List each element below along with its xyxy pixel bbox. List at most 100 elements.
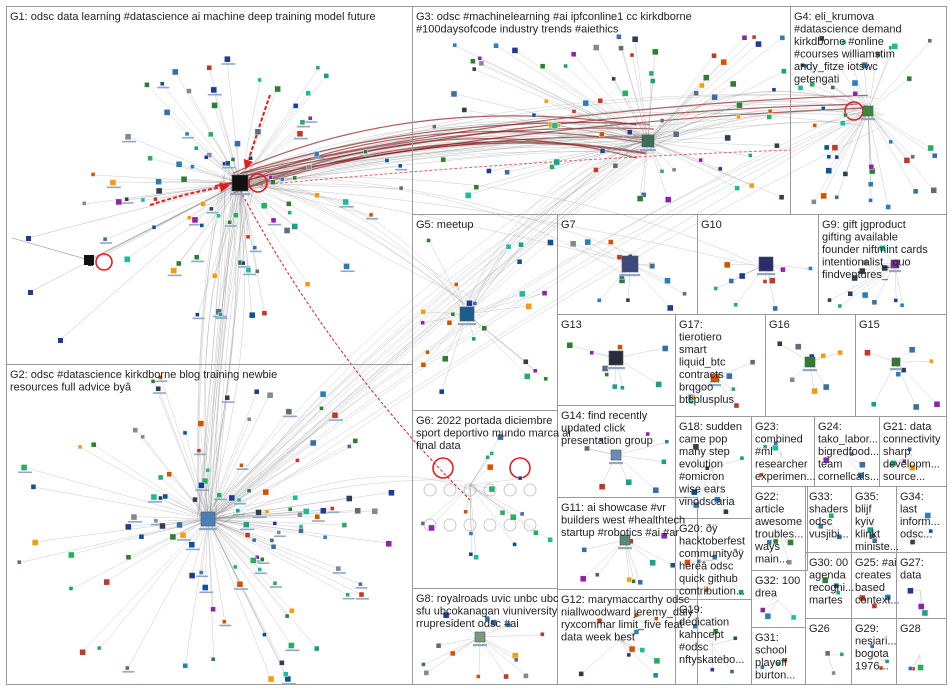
spoke-edge <box>80 447 209 520</box>
node <box>268 175 273 180</box>
node <box>626 129 633 135</box>
spoke-edge <box>158 388 209 520</box>
node <box>811 387 818 395</box>
node <box>772 538 779 545</box>
node <box>867 526 874 534</box>
node <box>847 290 853 297</box>
node <box>608 239 614 245</box>
node-label-mark <box>188 223 203 226</box>
node <box>903 157 911 164</box>
spoke-edge <box>239 182 346 202</box>
node <box>917 664 924 671</box>
node-label-mark <box>122 671 135 673</box>
spoke-edge <box>619 639 657 661</box>
node <box>780 266 786 273</box>
group-box-g1 <box>6 6 413 365</box>
group-label-line: G16 <box>769 319 790 331</box>
node <box>425 349 430 355</box>
node-ring <box>443 483 457 497</box>
group-label-line: quick github <box>679 573 738 585</box>
node <box>282 671 289 677</box>
node <box>731 386 736 392</box>
spoke-edge <box>469 484 472 555</box>
node <box>598 483 606 490</box>
node <box>270 179 276 185</box>
group-label-line: G35: <box>855 491 879 503</box>
node <box>471 336 477 342</box>
spoke-edge <box>127 518 209 669</box>
node <box>551 122 559 129</box>
spoke-edge <box>214 182 241 276</box>
node <box>825 167 832 174</box>
node-label-mark <box>221 63 236 65</box>
node <box>210 606 216 612</box>
node <box>320 507 327 515</box>
node <box>518 241 524 248</box>
node <box>253 389 260 395</box>
node <box>908 666 913 671</box>
node <box>461 107 468 113</box>
node <box>206 65 212 71</box>
spoke-edge <box>207 518 276 525</box>
node <box>90 441 97 448</box>
node <box>450 90 458 98</box>
node <box>153 196 158 202</box>
group-label-line: getengati <box>794 74 839 86</box>
inter-group-edge <box>211 140 654 520</box>
node <box>533 530 539 536</box>
spoke-edge <box>81 518 209 652</box>
node <box>125 665 130 671</box>
node-label-mark <box>355 598 369 600</box>
group-label-line: G24: <box>818 421 842 433</box>
hub-node-g16 <box>804 356 816 368</box>
node <box>878 665 884 671</box>
group-label-line: G10 <box>701 219 722 231</box>
node <box>759 472 764 477</box>
spoke-edge <box>207 518 317 649</box>
node <box>738 272 746 280</box>
node <box>712 628 719 634</box>
group-label-line: G22: <box>755 491 779 503</box>
group-label-line: G30: 00 <box>809 557 848 569</box>
node <box>155 187 163 195</box>
node <box>388 489 395 496</box>
node-ring <box>483 483 497 497</box>
node <box>140 197 146 203</box>
spoke-edge <box>479 636 527 677</box>
node-ring <box>523 518 537 532</box>
node <box>248 156 253 161</box>
node <box>230 157 236 162</box>
spoke-edge <box>197 182 241 316</box>
node <box>257 567 262 572</box>
node <box>323 73 330 79</box>
node <box>280 176 285 182</box>
spoke-edge <box>93 174 241 184</box>
spoke-edge <box>837 110 869 158</box>
node <box>566 342 574 349</box>
node <box>712 554 718 560</box>
node-label-mark <box>254 572 267 575</box>
spoke-edge <box>867 54 879 112</box>
node <box>266 392 274 399</box>
node <box>616 254 623 260</box>
node <box>612 163 619 169</box>
node <box>909 464 916 471</box>
node <box>155 178 162 185</box>
node-label-mark <box>192 317 205 320</box>
inter-group-edge <box>246 94 879 176</box>
spoke-edge <box>600 100 649 142</box>
spoke-edge <box>647 140 752 186</box>
spoke-edge <box>467 140 649 196</box>
spoke-edge <box>178 163 241 184</box>
hub-node-g15 <box>891 357 901 367</box>
inter-group-edge <box>198 174 225 514</box>
group-label-line: smart <box>679 344 707 356</box>
node <box>881 264 888 272</box>
group-label-line: G13 <box>561 319 582 331</box>
spoke-edge <box>634 38 649 142</box>
node-label-mark <box>311 520 325 522</box>
node <box>196 448 202 453</box>
group-label-line: school <box>755 645 787 657</box>
inter-group-edge <box>210 180 245 518</box>
